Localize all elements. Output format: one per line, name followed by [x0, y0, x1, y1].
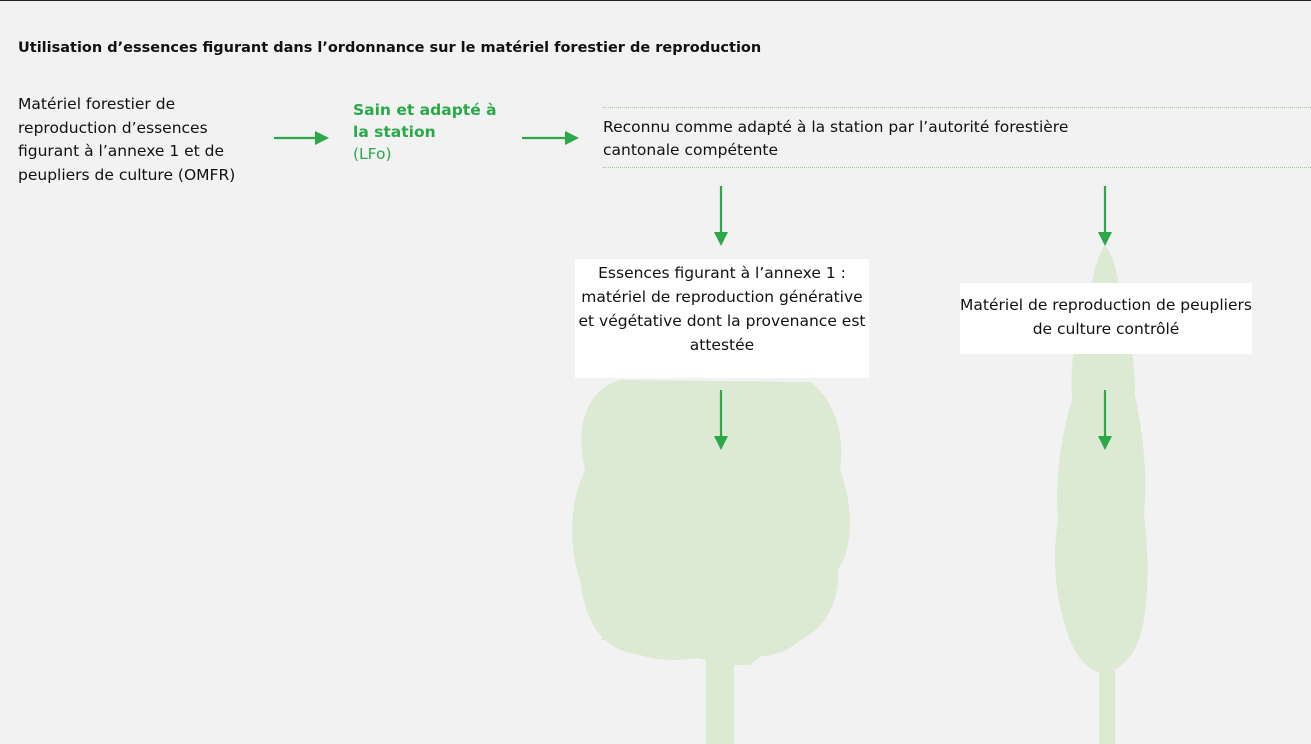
recognition-label: Reconnu comme adapté à la station par l’…: [603, 118, 1069, 159]
source-material-label: Matériel forestier de reproduction d’ess…: [18, 95, 236, 184]
criterion-law: (LFo): [353, 145, 392, 163]
top-rule: [0, 0, 1311, 1]
health-criterion: Sain et adapté à la station (LFo): [353, 99, 513, 165]
arrow-down-icon: [714, 186, 728, 246]
arrow-right-icon: [274, 131, 329, 145]
criterion-title: Sain et adapté à la station: [353, 101, 497, 141]
arrow-down-icon: [714, 390, 728, 450]
chart-title: Utilisation d’essences figurant dans l’o…: [18, 40, 762, 56]
dotted-divider-bottom: [603, 167, 1311, 168]
arrow-right-icon: [522, 131, 579, 145]
arrow-down-icon: [1098, 186, 1112, 246]
arrow-down-icon: [1098, 390, 1112, 450]
annex-species-box: Essences figurant à l’annexe 1 : matérie…: [575, 259, 869, 378]
broadleaf-tree-icon: [572, 380, 850, 744]
poplar-material-box: Matériel de reproduction de peupliers de…: [960, 283, 1252, 354]
dotted-divider-top: [603, 107, 1311, 108]
